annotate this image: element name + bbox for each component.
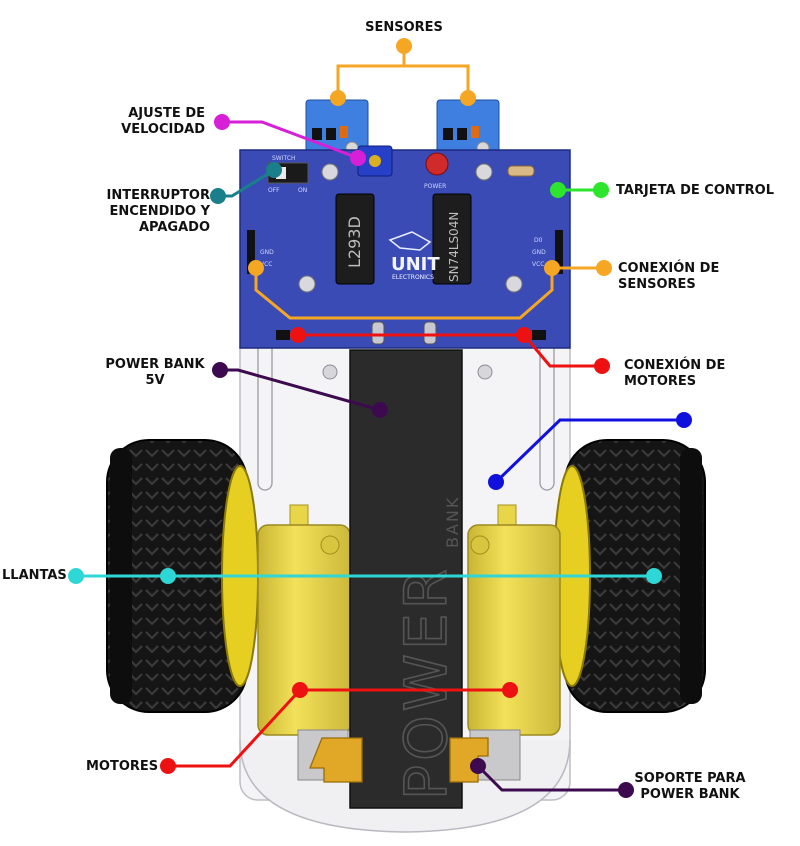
label-power-bank: POWER BANK 5V [105,357,205,388]
dot-sensor-left [330,90,346,106]
dot-sens-conn-left [248,260,264,276]
switch-on-label: ON [298,187,307,194]
pin-out-right: D0 [534,237,543,244]
chip-l293d-label: L293D [345,216,364,268]
sensor-right [436,99,500,161]
label-llantas: LLANTAS [2,568,67,583]
brand-label: UNIT [391,254,440,275]
switch-off-label: OFF [268,187,280,194]
dot-sensores-top [396,38,412,54]
chip-sn74ls04n-label: SN74LS04N [447,212,461,282]
power-label: POWER [424,183,446,190]
label-soporte-power-bank: SOPORTE PARA POWER BANK [634,771,746,802]
dot-soporte-start [470,758,486,774]
label-ajuste-velocidad: AJUSTE DE VELOCIDAD [121,106,205,137]
callout-conexion-motores [298,333,602,368]
dot-llantas-right [646,568,662,584]
dot-mot-conn-end [594,358,610,374]
dot-blue-start [676,412,692,428]
dot-blue-end [488,474,504,490]
power-bank: POWER BANK [349,349,463,809]
pin-gnd-right: GND [532,249,546,256]
dot-interruptor-end [266,162,282,178]
dot-sens-conn-right [544,260,560,276]
dot-sens-conn-end [596,260,612,276]
label-interruptor: INTERRUPTOR ENCENDIDO Y APAGADO [106,188,211,235]
dot-llantas-start [68,568,84,584]
dot-pb-end [372,402,388,418]
dot-sensor-right [460,90,476,106]
dot-ajuste-start [214,114,230,130]
power-bank-text: POWER [392,565,460,800]
brand-sub-label: ELECTRONICS [392,274,434,281]
callout-sensores [336,46,470,98]
pin-vcc-left: VCC [260,261,272,268]
unit-logo-icon [388,231,432,251]
dot-motores-right [502,682,518,698]
control-board: POWER SWITCH OFF ON L293D SN74LS04N UNIT… [239,145,571,349]
dot-soporte-end [618,782,634,798]
chip-sn74ls04n [432,193,472,285]
dot-motores-start [160,758,176,774]
power-bank-holder [309,737,489,783]
dot-llantas-left [160,568,176,584]
dot-mot-conn-right [516,327,532,343]
switch-label: SWITCH [272,155,296,162]
dot-tarjeta-end [593,182,609,198]
pin-gnd-left: GND [260,249,274,256]
chip-l293d [335,193,375,285]
callout-motores [168,688,510,768]
dot-mot-conn-left [290,327,306,343]
callout-blue [494,418,684,484]
power-led [425,152,449,176]
bank-text: BANK [443,496,462,548]
label-tarjeta-control: TARJETA DE CONTROL [616,183,774,198]
label-conexion-sensores: CONEXIÓN DE SENSORES [618,261,720,292]
dot-motores-left [292,682,308,698]
pin-vcc-right: VCC [532,261,544,268]
dot-tarjeta-start [550,182,566,198]
dot-interruptor-start [210,188,226,204]
callout-soporte [476,764,626,792]
callout-ajuste [222,120,359,160]
dot-pb-start [212,362,228,378]
label-conexion-motores: CONEXIÓN DE MOTORES [624,358,726,389]
label-sensores: SENSORES [365,20,443,35]
label-motores: MOTORES [86,759,159,774]
dot-ajuste-end [350,150,366,166]
